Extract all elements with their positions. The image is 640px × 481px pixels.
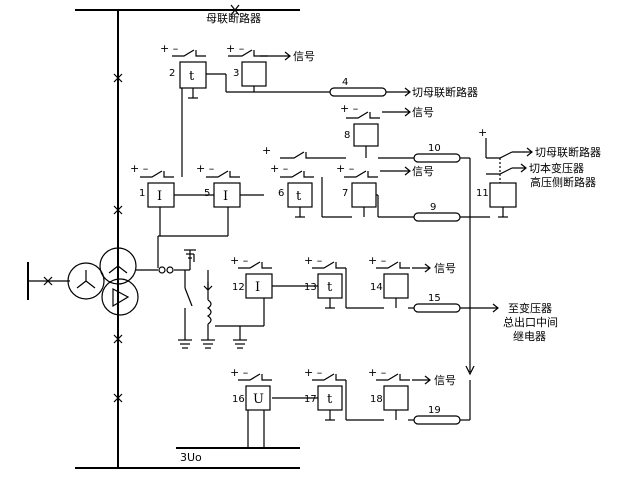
bus-tie-breaker-label: 母联断路器 [206, 11, 261, 25]
trip-bus-tie-label: 切母联断路器 [412, 85, 478, 99]
relay-5-symbol: I [223, 189, 228, 204]
relay-12-symbol: I [255, 280, 260, 295]
plate-4 [329, 87, 387, 97]
to-transformer-line3: 继电器 [513, 330, 546, 343]
plate-9-number: 9 [430, 202, 436, 213]
relay-12-number: 12 [232, 282, 245, 293]
to-transformer-line1: 至变压器 [508, 301, 552, 315]
polarity-7: + – [336, 162, 354, 175]
plate-15-number: 15 [428, 293, 441, 304]
relay-17-symbol: t [327, 392, 333, 407]
relay-8-number: 8 [344, 130, 350, 141]
plate-labels: 4 10 9 15 19 [342, 77, 441, 416]
polarity-17: + – [304, 366, 322, 379]
relay-7-number: 7 [342, 188, 348, 199]
polarity-3: + – [226, 42, 244, 55]
polarity-12: + – [230, 254, 248, 267]
plate-19 [413, 415, 461, 425]
relay-18-number: 18 [370, 394, 383, 405]
relay-16-number: 16 [232, 394, 245, 405]
signal-label-18: 信号 [434, 374, 456, 387]
polarity-14: + – [368, 254, 386, 267]
relay-13-number: 13 [304, 282, 317, 293]
relay-5-number: 5 [204, 188, 210, 199]
plate-9 [413, 212, 461, 222]
trip-bus-tie-label-11: 切母联断路器 [535, 145, 601, 159]
relay-13-symbol: t [327, 280, 333, 295]
relay-1-number: 1 [139, 188, 145, 199]
wiring [157, 51, 533, 421]
polarity-2: + – [160, 42, 178, 55]
relay-2-symbol: t [189, 69, 195, 84]
plate-10-number: 10 [428, 143, 441, 154]
plate-4-number: 4 [342, 77, 348, 88]
signal-label-14: 信号 [434, 262, 456, 275]
annotations: 母联断路器 信号 切母联断路器 信号 信号 切母联断路器 切本变压器 高压侧断路… [180, 11, 601, 464]
relay-contacts [140, 49, 530, 381]
relay-17-number: 17 [304, 394, 317, 405]
relay-14-number: 14 [370, 282, 383, 293]
to-transformer-line2: 总出口中间 [503, 315, 558, 329]
signal-label-8: 信号 [412, 106, 434, 119]
polarity-6b: + [262, 144, 271, 157]
relay-6-symbol: t [296, 189, 302, 204]
polarity-6: + – [270, 162, 288, 175]
relay-2-number: 2 [169, 68, 175, 79]
relay-1-symbol: I [157, 189, 162, 204]
voltage-source-label: 3Uo [180, 451, 202, 464]
plate-15 [413, 303, 461, 313]
polarity-16: + – [230, 366, 248, 379]
signal-label-7: 信号 [412, 165, 434, 178]
trip-transformer-line1: 切本变压器 [529, 161, 584, 175]
polarity-13: + – [304, 254, 322, 267]
polarity-1: + – [130, 162, 148, 175]
relay-labels: 2 t 3 1 I 5 I 6 t 7 8 11 12 I 13 t 14 16… [139, 68, 489, 407]
connection-plates [329, 87, 461, 425]
polarity-5: + – [196, 162, 214, 175]
polarity-marks: + – + – + – + – + – + – + – + + + – + – … [130, 42, 487, 379]
trip-transformer-line2: 高压侧断路器 [530, 175, 596, 189]
relay-16-symbol: U [253, 392, 264, 407]
polarity-18: + – [368, 366, 386, 379]
primary-circuit [27, 4, 300, 469]
signal-label-3: 信号 [293, 50, 315, 63]
polarity-8: + – [340, 102, 358, 115]
plate-10 [413, 153, 461, 163]
relay-11-number: 11 [476, 188, 489, 199]
plate-19-number: 19 [428, 405, 441, 416]
relay-6-number: 6 [278, 188, 284, 199]
polarity-11: + [478, 126, 487, 139]
relay-3-number: 3 [233, 68, 239, 79]
